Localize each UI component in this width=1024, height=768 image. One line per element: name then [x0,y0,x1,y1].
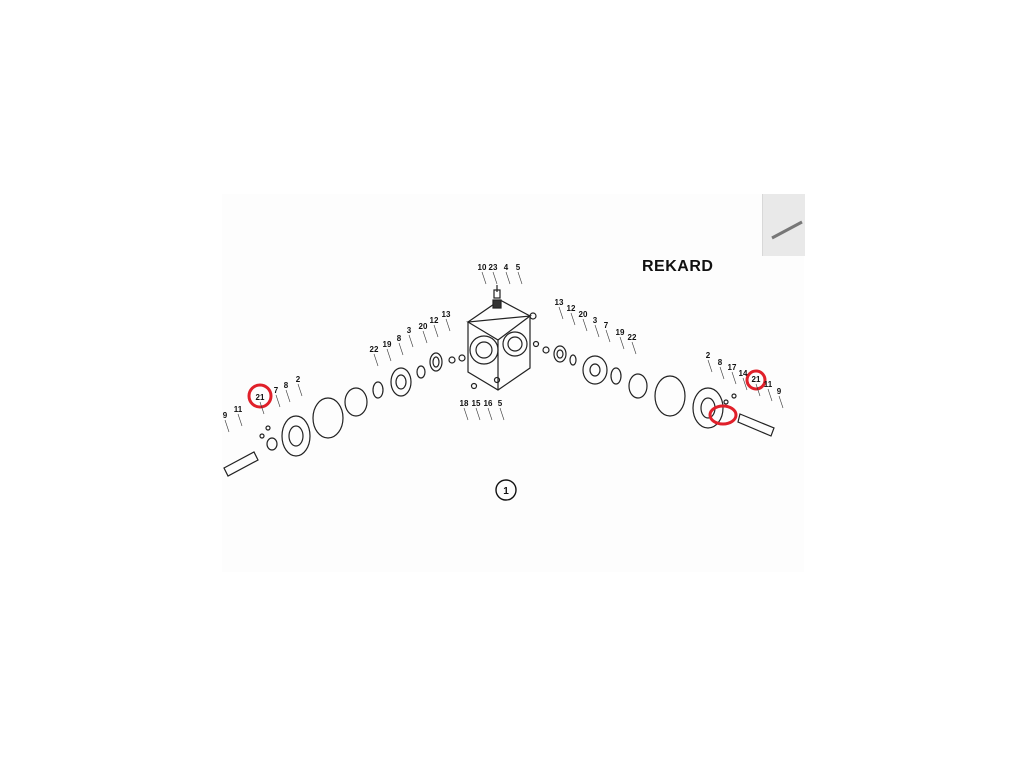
leader-line [275,394,281,408]
leader-line [433,324,439,338]
leader-line [778,395,784,409]
leader-line [297,383,303,397]
part-label-l-8b: 8 [284,381,289,390]
part-label-l-12: 12 [430,316,439,325]
leader-line [386,348,392,362]
part-label-r-11: 11 [764,380,773,389]
thumbnail-shaft-icon [771,220,803,240]
leader-line [224,419,230,433]
leader-line [767,388,773,402]
leader-line [719,366,725,380]
part-label-t-18: 18 [460,399,469,408]
part-label-l-7: 7 [274,386,279,395]
part-label-t-16: 16 [484,399,493,408]
leader-line [742,377,748,391]
part-label-t-5b: 5 [498,399,503,408]
leader-line [582,318,588,332]
leader-line [285,389,291,403]
leader-line [570,312,576,326]
leader-line [755,383,761,397]
part-label-l-13: 13 [442,310,451,319]
part-label-r-2: 2 [706,351,711,360]
part-label-t-4: 4 [504,263,509,272]
part-label-t-5a: 5 [516,263,521,272]
figure-number-badge: 1 [495,479,517,501]
part-label-l-2: 2 [296,375,301,384]
part-label-l-3: 3 [407,326,412,335]
leader-line [259,401,265,415]
leader-line [731,371,737,385]
part-label-l-19: 19 [383,340,392,349]
leader-line [373,353,379,367]
leader-line [481,271,487,285]
part-label-t-15: 15 [472,399,481,408]
leader-line [445,318,451,332]
part-label-l-20: 20 [419,322,428,331]
part-label-l-8: 8 [397,334,402,343]
part-label-t-23: 23 [489,263,498,272]
leader-line [492,271,498,285]
leader-line [475,407,481,421]
highlight-right-seal [708,404,738,426]
part-label-r-3: 3 [593,316,598,325]
leader-line [707,359,713,373]
leader-line [605,329,611,343]
leader-line [631,341,637,355]
figure-number: 1 [503,486,509,497]
gearbox-housing [466,285,537,391]
part-label-r-14: 14 [739,369,748,378]
part-label-l-22: 22 [370,345,379,354]
diagram-title: REKARD [642,258,714,275]
right-parts [532,340,775,437]
part-label-l-9: 9 [223,411,228,420]
part-label-r-21: 21 [752,375,761,384]
leader-line [487,407,493,421]
part-label-r-13: 13 [555,298,564,307]
leader-line [505,271,511,285]
leader-line [463,407,469,421]
part-label-r-20: 20 [579,310,588,319]
part-label-l-21: 21 [256,393,265,402]
part-label-l-11: 11 [234,405,243,414]
leader-line [558,306,564,320]
part-label-r-12: 12 [567,304,576,313]
part-label-r-7: 7 [604,321,609,330]
part-label-r-22: 22 [628,333,637,342]
part-label-r-17: 17 [728,363,737,372]
left-parts [223,352,466,477]
part-label-r-9: 9 [777,387,782,396]
diagram-sheet [222,194,804,572]
leader-line [398,342,404,356]
leader-line [422,330,428,344]
leader-line [499,407,505,421]
part-label-t-10: 10 [478,263,487,272]
leader-line [594,324,600,338]
leader-line [517,271,523,285]
leader-line [237,413,243,427]
highlight-right-21 [745,369,767,391]
part-label-r-8: 8 [718,358,723,367]
leader-line [408,334,414,348]
highlight-markers [247,369,767,426]
highlight-left-21 [247,383,273,409]
part-label-r-19: 19 [616,328,625,337]
leader-line [619,336,625,350]
